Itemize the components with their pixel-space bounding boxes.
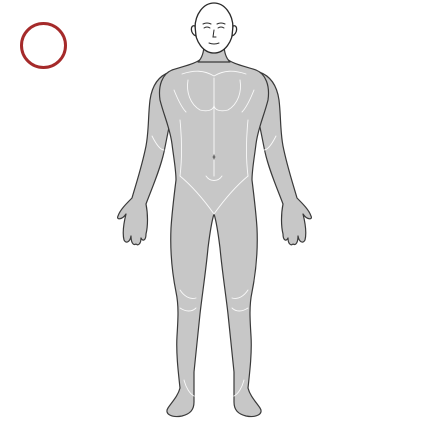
left-ear bbox=[190, 25, 197, 37]
right-ear bbox=[231, 25, 238, 37]
left-arm[interactable] bbox=[117, 71, 175, 246]
head[interactable] bbox=[194, 2, 234, 54]
anatomy-lines bbox=[151, 70, 277, 397]
circle-selector-icon[interactable] bbox=[20, 22, 67, 69]
right-arm[interactable] bbox=[254, 71, 312, 246]
face bbox=[202, 22, 226, 45]
